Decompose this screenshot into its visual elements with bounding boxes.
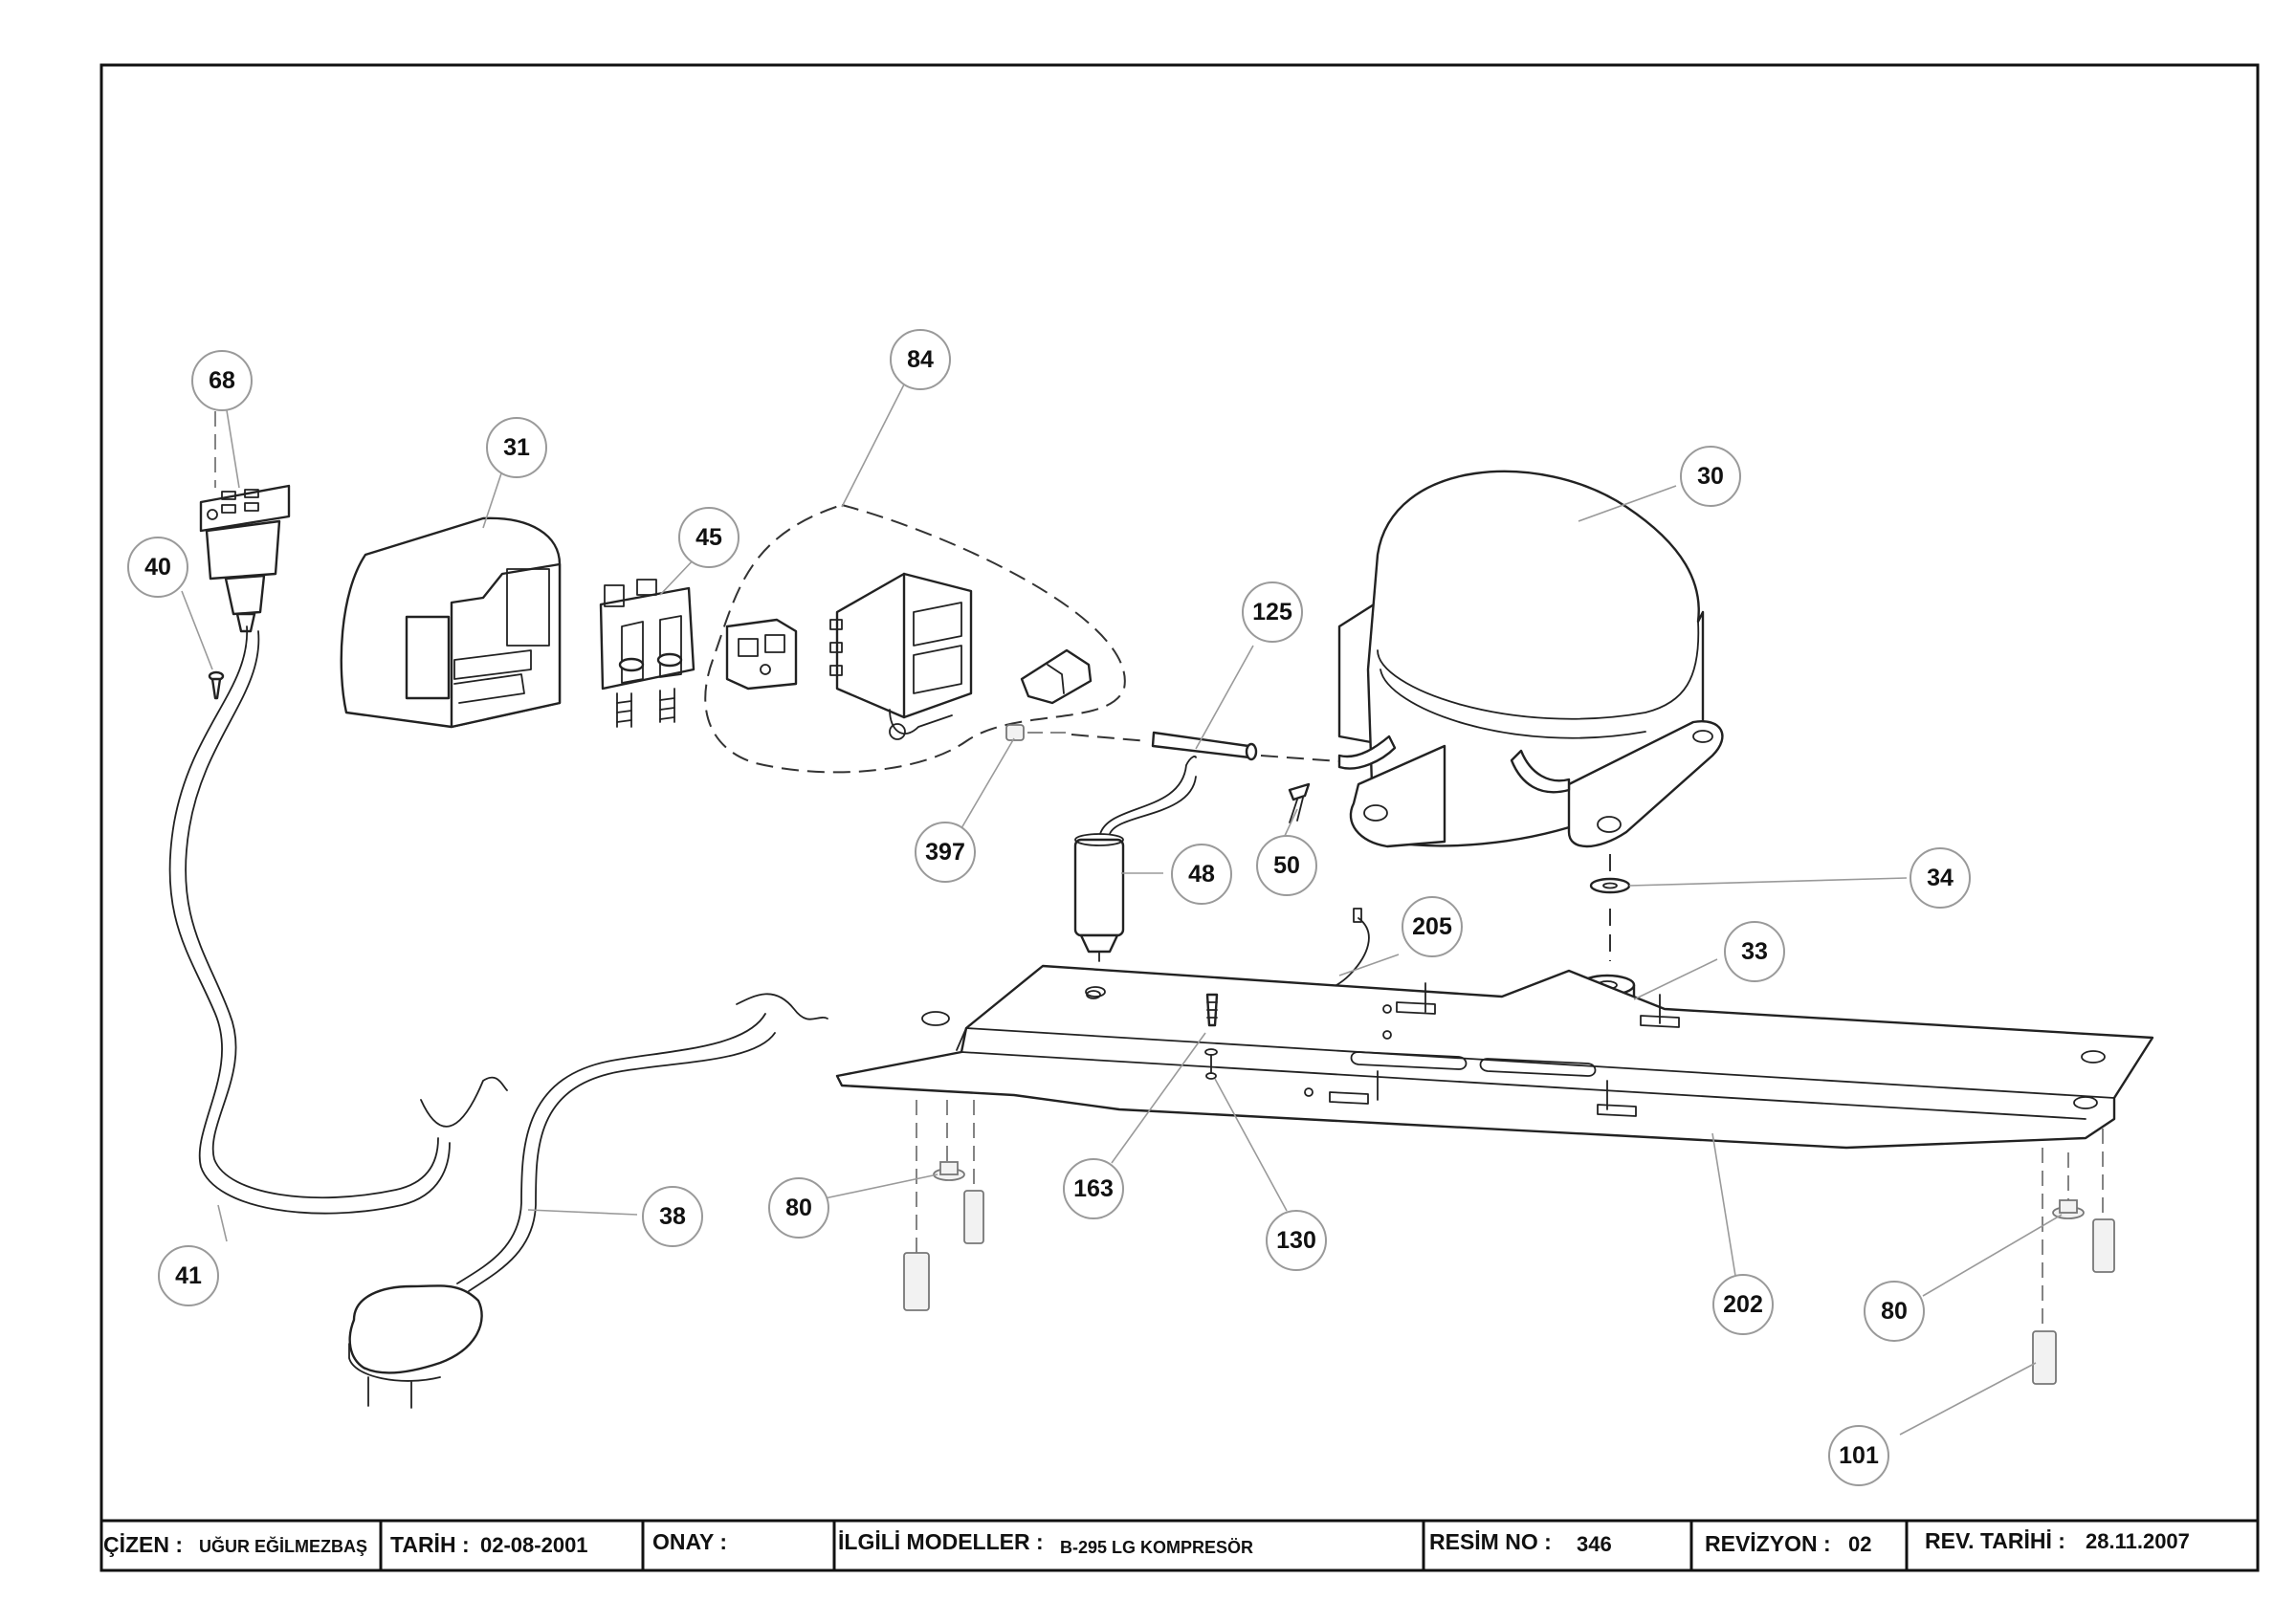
- callout-30: 30: [1680, 446, 1741, 507]
- tb-resim-value: 346: [1577, 1532, 1612, 1556]
- callout-125: 125: [1242, 581, 1303, 643]
- callout-label: 163: [1073, 1175, 1114, 1202]
- callout-38: 38: [642, 1186, 703, 1247]
- callout-202: 202: [1712, 1274, 1774, 1335]
- tb-cizen-value: UĞUR EĞİLMEZBAŞ: [199, 1536, 367, 1556]
- callout-45: 45: [678, 507, 740, 568]
- callout-label: 41: [175, 1262, 202, 1289]
- part-130-washer: [1204, 1048, 1218, 1080]
- callout-101: 101: [1828, 1425, 1889, 1486]
- callout-31: 31: [486, 417, 547, 478]
- part-163-screw: [1205, 993, 1219, 1027]
- callout-48: 48: [1171, 844, 1232, 905]
- callout-label: 202: [1723, 1291, 1763, 1318]
- callout-label: 80: [1881, 1298, 1908, 1325]
- part-80-foot-left: [903, 1100, 984, 1311]
- callout-205: 205: [1402, 896, 1463, 957]
- callout-163: 163: [1063, 1158, 1124, 1219]
- part-40-screw: [208, 670, 225, 700]
- tb-revizyon-value: 02: [1848, 1532, 1871, 1556]
- leader-lines: [181, 380, 2063, 1436]
- part-80-foot-right: [2042, 1129, 2115, 1329]
- callout-label: 205: [1412, 913, 1452, 940]
- callout-label: 45: [695, 524, 722, 551]
- part-125-tube: [1071, 731, 1340, 762]
- callout-label: 30: [1697, 463, 1724, 490]
- drawing-border: [99, 63, 2260, 1572]
- tb-rev-tarihi-value: 28.11.2007: [2086, 1529, 2190, 1553]
- part-31-cover: [340, 516, 562, 729]
- callout-40: 40: [127, 537, 188, 598]
- part-34-washer: [1589, 877, 1631, 894]
- callout-68: 68: [191, 350, 253, 411]
- callout-label: 33: [1741, 938, 1768, 965]
- callout-label: 68: [209, 367, 235, 394]
- callout-80-right: 80: [1864, 1281, 1925, 1342]
- part-202-base-plate: [835, 964, 2154, 1150]
- parts-layer: [168, 470, 2154, 1409]
- callout-50: 50: [1256, 835, 1317, 896]
- callout-130: 130: [1266, 1210, 1327, 1271]
- part-48-capacitor: [1073, 756, 1197, 962]
- tb-modeller-value: B-295 LG KOMPRESÖR: [1060, 1538, 1253, 1557]
- part-397-grommet: [1005, 724, 1071, 741]
- callout-label: 101: [1839, 1442, 1879, 1469]
- part-50-screw: [1288, 782, 1311, 823]
- title-block: ÇİZEN : UĞUR EĞİLMEZBAŞ TARİH : 02-08-20…: [101, 1519, 2258, 1570]
- callout-label: 31: [503, 434, 530, 461]
- part-38-plug-cable: [348, 993, 828, 1409]
- callout-33: 33: [1724, 921, 1785, 982]
- tb-tarih-value: 02-08-2001: [480, 1533, 588, 1557]
- tb-cizen-label: ÇİZEN :: [103, 1532, 183, 1557]
- part-30-compressor: [1337, 470, 1724, 848]
- callout-label: 80: [785, 1195, 812, 1221]
- callout-label: 50: [1273, 852, 1300, 879]
- callout-label: 40: [144, 554, 171, 581]
- part-101-bolt: [2032, 1330, 2057, 1385]
- callout-84: 84: [890, 329, 951, 390]
- callout-80-left: 80: [768, 1177, 829, 1239]
- tb-modeller-label: İLGİLİ MODELLER :: [838, 1529, 1044, 1554]
- callout-label: 38: [659, 1203, 686, 1230]
- part-45-relay-base: [599, 579, 695, 728]
- callout-label: 397: [925, 839, 965, 866]
- callout-41: 41: [158, 1245, 219, 1306]
- callout-label: 48: [1188, 861, 1215, 888]
- tb-onay-label: ONAY :: [652, 1529, 727, 1554]
- tb-resim-label: RESİM NO :: [1429, 1529, 1552, 1554]
- callout-34: 34: [1910, 847, 1971, 909]
- callout-label: 84: [907, 346, 934, 373]
- tb-tarih-label: TARİH :: [390, 1532, 470, 1557]
- tb-rev-tarihi-label: REV. TARİHİ :: [1925, 1528, 2065, 1553]
- callout-label: 130: [1276, 1227, 1316, 1254]
- callout-label: 34: [1927, 865, 1954, 891]
- part-68-switch: [199, 484, 291, 633]
- callout-label: 125: [1252, 599, 1292, 625]
- part-84-relay-group: [704, 503, 1126, 774]
- callout-397: 397: [915, 822, 976, 883]
- part-41-cable: [168, 625, 508, 1215]
- tb-revizyon-label: REVİZYON :: [1705, 1531, 1831, 1556]
